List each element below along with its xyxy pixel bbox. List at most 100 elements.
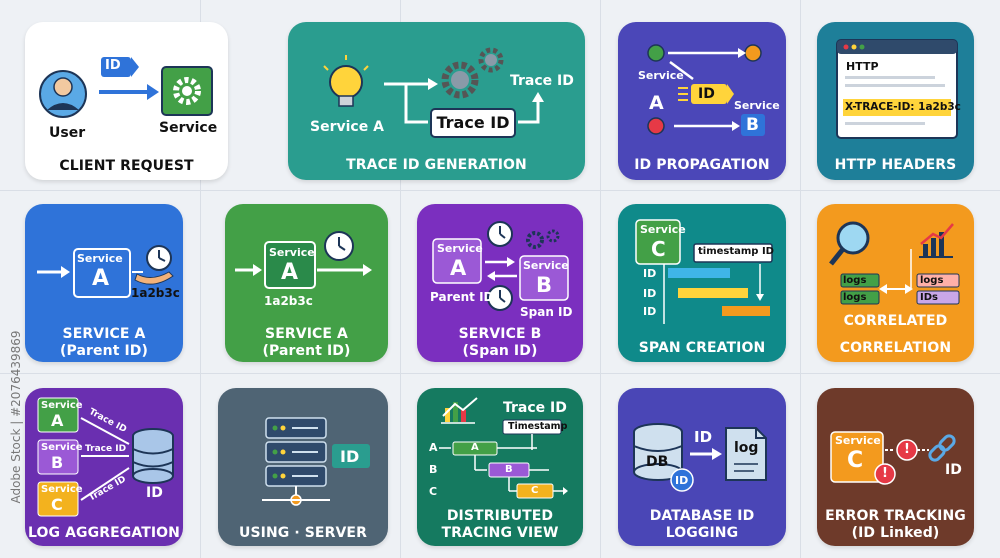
tile-caption-line1: CORRELATED xyxy=(843,313,948,329)
ids-right-chip: IDs xyxy=(920,292,938,303)
span-gantt-illustration xyxy=(635,219,773,324)
timestamp-id-label: timestamp ID xyxy=(698,246,774,257)
tile-caption-line2: (Parent ID) xyxy=(60,343,148,359)
tile-distributed-tracing: Trace ID Timestamp A A B B C C DISTRIBUT… xyxy=(417,388,583,546)
logs-chip: logs xyxy=(843,275,867,286)
id-tag-label: ID xyxy=(340,447,360,466)
tile-caption-line2: CORRELATION xyxy=(839,340,952,356)
service-label: Service xyxy=(640,223,686,236)
service-label: Service xyxy=(77,252,123,265)
trace-id-box: Trace ID xyxy=(436,113,510,132)
tile-using-server: ID USING · SERVER xyxy=(218,388,388,546)
tile-caption-line2: (ID Linked) xyxy=(851,525,940,541)
letter-a: A xyxy=(649,92,664,114)
browser-window-illustration xyxy=(836,39,958,139)
tile-service-b-span: Service A Service B Parent ID Span ID SE… xyxy=(417,204,583,362)
database-icon xyxy=(132,428,174,484)
tile-caption: CLIENT REQUEST xyxy=(59,158,194,174)
letter-b: B xyxy=(51,453,64,472)
magnifier-icon xyxy=(829,221,870,266)
tile-span-creation: Service C timestamp ID ID ID ID SPAN CRE… xyxy=(618,204,786,362)
id-tag-label: ID xyxy=(698,86,715,102)
service-a-illustration xyxy=(235,231,372,289)
letter-a: A xyxy=(51,411,64,430)
tile-error-tracking: Service C ! ! ID ERROR TRACKING (ID Link… xyxy=(817,388,974,546)
tile-caption-line1: SERVICE A xyxy=(265,326,348,342)
db-id-badge: ID xyxy=(675,474,689,487)
letter-c: C xyxy=(51,495,63,514)
tile-database-logging: DB ID ID log DATABASE ID LOGGING xyxy=(618,388,786,546)
propagation-illustration xyxy=(647,44,765,136)
tile-correlation: logs logs logs IDs CORRELATED CORRELATIO… xyxy=(817,204,974,362)
trace-id-title: Trace ID xyxy=(503,400,567,416)
span-row-label: ID xyxy=(643,287,657,300)
logs-right-chip: logs xyxy=(920,275,944,286)
watermark-text: Adobe Stock | #2076439869 xyxy=(9,330,23,504)
tile-caption-line1: DISTRIBUTED xyxy=(446,508,554,524)
tag-id-label: ID xyxy=(105,58,121,73)
chart-icon xyxy=(919,223,954,258)
span-a: A xyxy=(471,442,479,453)
document-icon xyxy=(725,427,767,481)
row-label-a: A xyxy=(429,441,438,454)
grid-line xyxy=(200,0,201,558)
service-a-label: Service xyxy=(437,242,483,255)
span-row-label: ID xyxy=(643,305,657,318)
row-label-c: C xyxy=(429,485,438,498)
http-label: HTTP xyxy=(846,60,879,73)
tile-caption-line1: DATABASE ID xyxy=(649,508,755,524)
id-value: 1a2b3c xyxy=(131,286,180,300)
id-label: ID xyxy=(694,428,713,446)
error-icon: ! xyxy=(882,466,888,481)
letter-b: B xyxy=(536,273,553,297)
id-value: 1a2b3c xyxy=(264,294,313,308)
log-aggregation-illustration xyxy=(37,397,174,517)
tracing-view-illustration xyxy=(439,397,568,499)
chart-icon xyxy=(441,397,478,424)
user-label: User xyxy=(49,125,86,141)
letter-a: A xyxy=(92,266,110,291)
tile-service-a-parent-green: Service A 1a2b3c SERVICE A (Parent ID) xyxy=(225,204,388,362)
timestamp-label: Timestamp xyxy=(508,421,568,432)
tile-caption: HTTP HEADERS xyxy=(834,157,957,173)
span-b: B xyxy=(505,464,513,475)
tile-caption: LOG AGGREGATION xyxy=(28,525,180,541)
service-right-label: Service xyxy=(734,99,780,112)
tile-caption-line2: (Parent ID) xyxy=(262,343,351,359)
tile-caption: ID PROPAGATION xyxy=(634,157,770,173)
client-request-illustration xyxy=(39,57,213,118)
service-label: Service xyxy=(159,120,218,136)
gear-icon xyxy=(441,47,504,99)
tile-http-headers: HTTP X-TRACE-ID: 1a2b3c HTTP HEADERS xyxy=(817,22,974,180)
service-label: Service xyxy=(269,246,315,259)
service-a-illustration xyxy=(37,245,174,298)
lightbulb-icon xyxy=(323,55,369,107)
correlation-illustration xyxy=(829,221,960,305)
parent-id-label: Parent ID xyxy=(430,290,494,304)
span-id-label: Span ID xyxy=(520,305,573,319)
tile-service-a-parent-blue: Service A 1a2b3c SERVICE A (Parent ID) xyxy=(25,204,183,362)
service-label: Service xyxy=(41,400,83,411)
grid-line xyxy=(400,0,401,558)
database-icon xyxy=(633,423,683,481)
letter-b: B xyxy=(746,115,759,135)
grid-line xyxy=(0,373,1000,374)
service-a-label: Service A xyxy=(310,119,384,135)
letter-c: C xyxy=(847,448,864,473)
grid-line xyxy=(0,190,1000,191)
trace-id-arrow-label: Trace ID xyxy=(85,444,127,454)
database-id-label: ID xyxy=(146,485,163,501)
id-label: ID xyxy=(945,462,962,478)
server-icon xyxy=(265,417,327,487)
database-logging-illustration xyxy=(633,423,767,492)
service-b-illustration xyxy=(432,221,569,311)
trace-generation-illustration xyxy=(323,47,544,138)
tile-log-aggregation: Service A Service B Service C Trace ID T… xyxy=(25,388,183,546)
row-label-b: B xyxy=(429,463,438,476)
db-label: DB xyxy=(646,454,669,470)
error-tracking-illustration xyxy=(830,431,956,485)
grid-line xyxy=(800,0,801,558)
service-left-label: Service xyxy=(638,69,684,82)
tile-caption: SPAN CREATION xyxy=(638,340,766,356)
log-label: log xyxy=(734,440,759,456)
